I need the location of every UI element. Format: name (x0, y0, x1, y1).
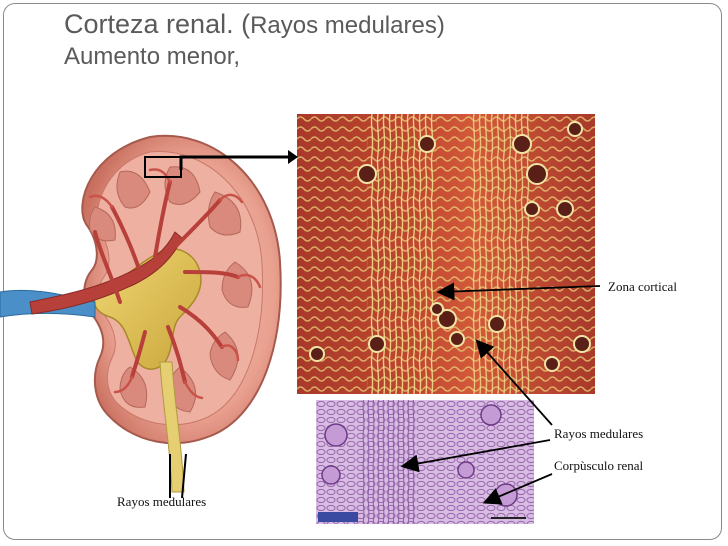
scale-bar-bg (318, 512, 358, 522)
title-line-1: Corteza renal. (Rayos medulares) (64, 8, 664, 42)
micrograph-cortex (297, 114, 595, 394)
kidney-illustration (0, 134, 282, 499)
title-main: Corteza renal. ( (64, 9, 251, 39)
interlobar-vessels (93, 180, 240, 384)
micrograph-corpuscle (316, 400, 534, 524)
label-rayos-medulares-right: Rayos medulares (554, 426, 644, 441)
renal-pyramids (89, 166, 253, 413)
slide-title: Corteza renal. (Rayos medulares) Aumento… (64, 8, 664, 72)
ureter (159, 361, 185, 493)
label-corpusculo-renal: Corpùsculo renal (554, 458, 644, 473)
title-line-2: Aumento menor, (64, 43, 241, 70)
arcuate-vessels (88, 168, 262, 400)
micrograph-cortex-image (297, 114, 595, 394)
kidney-diagram (0, 112, 300, 540)
label-zona-cortical: Zona cortical (608, 279, 677, 294)
rayos-pointer-line-2 (181, 453, 187, 499)
title-parenthetical: Rayos medulares) (250, 12, 445, 39)
glomeruli (309, 121, 591, 372)
micrograph-corpuscle-image (316, 400, 534, 524)
label-rayos-medulares-left: Rayos medulares (117, 494, 207, 509)
